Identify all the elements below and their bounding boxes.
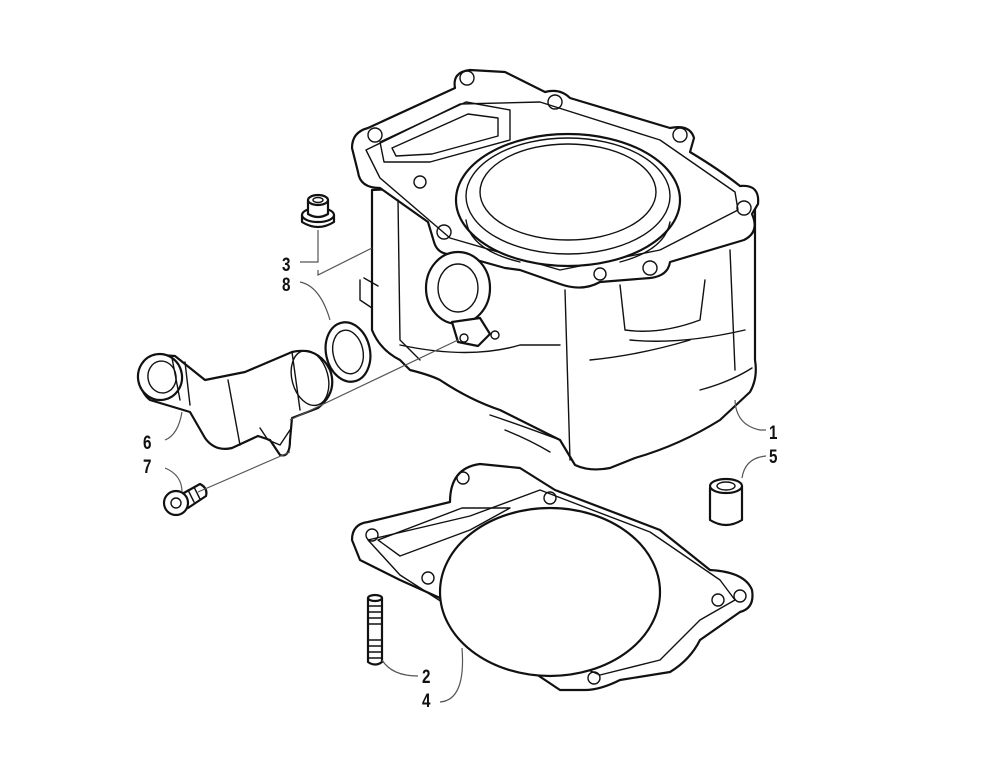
callout-2: 2 [422, 667, 431, 688]
allen-screw[interactable] [162, 482, 208, 517]
cylinder-base-gasket[interactable] [350, 462, 754, 692]
callout-8: 8 [282, 275, 291, 296]
callout-4: 4 [422, 691, 431, 712]
callout-7: 7 [143, 457, 152, 478]
flange-nut[interactable] [300, 193, 336, 229]
callout-5: 5 [769, 447, 778, 468]
callout-3: 3 [282, 255, 291, 276]
o-ring[interactable] [320, 318, 376, 386]
stud-bolt[interactable] [366, 593, 384, 666]
cylinder-part[interactable] [350, 68, 760, 471]
intake-boot[interactable] [134, 346, 334, 457]
dowel-pin[interactable] [708, 477, 744, 527]
callout-6: 6 [143, 433, 152, 454]
callout-1: 1 [769, 423, 778, 444]
leader-lines [164, 230, 767, 703]
